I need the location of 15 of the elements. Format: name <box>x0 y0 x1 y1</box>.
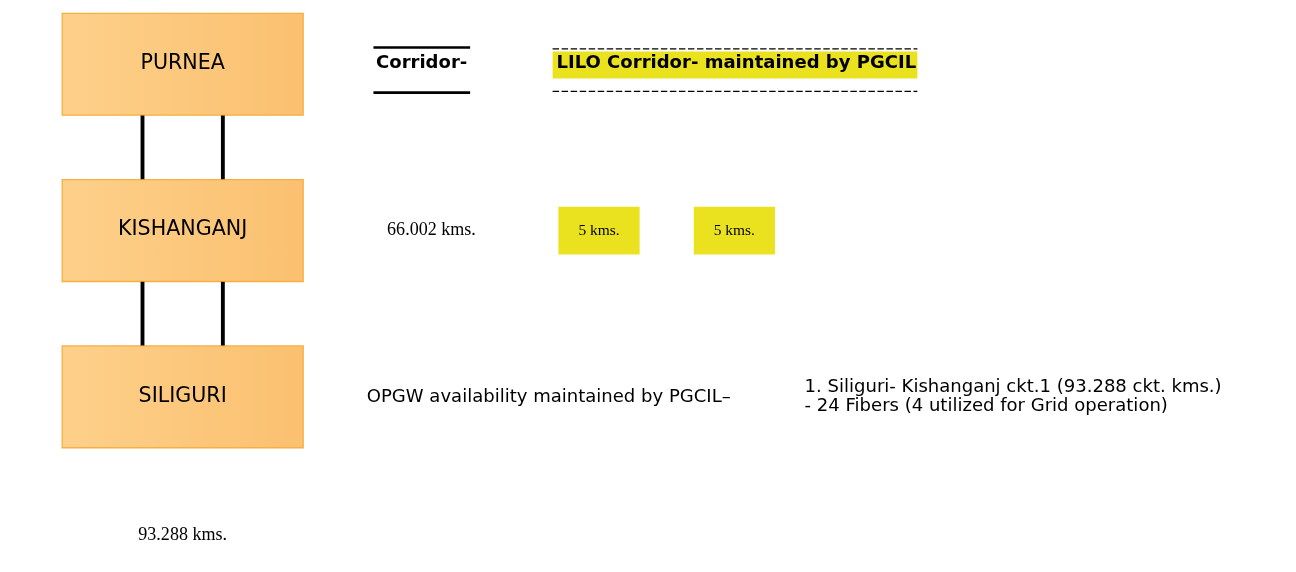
label: 5 kms. <box>578 220 620 238</box>
connector <box>140 115 145 180</box>
node-box: PURNEA <box>61 12 304 116</box>
legend-label: LILO Corridor- maintained by PGCIL <box>556 51 917 73</box>
connector <box>220 281 225 346</box>
label: 66.002 kms. <box>387 219 476 240</box>
label: 5 kms. <box>713 220 755 238</box>
label: OPGW availability maintained by PGCIL– <box>366 384 731 406</box>
node-box: SILIGURI <box>61 345 304 449</box>
label: 93.288 kms. <box>138 524 228 545</box>
connector <box>220 115 225 180</box>
label: 1. Siliguri- Kishanganj ckt.1 (93.288 ckt. kms.) - 24 Fibers (4 utilized for Grid operation) <box>804 374 1222 416</box>
connector <box>140 281 145 346</box>
legend-label: Corridor- <box>376 51 468 73</box>
node-box: KISHANGANJ <box>61 179 304 283</box>
